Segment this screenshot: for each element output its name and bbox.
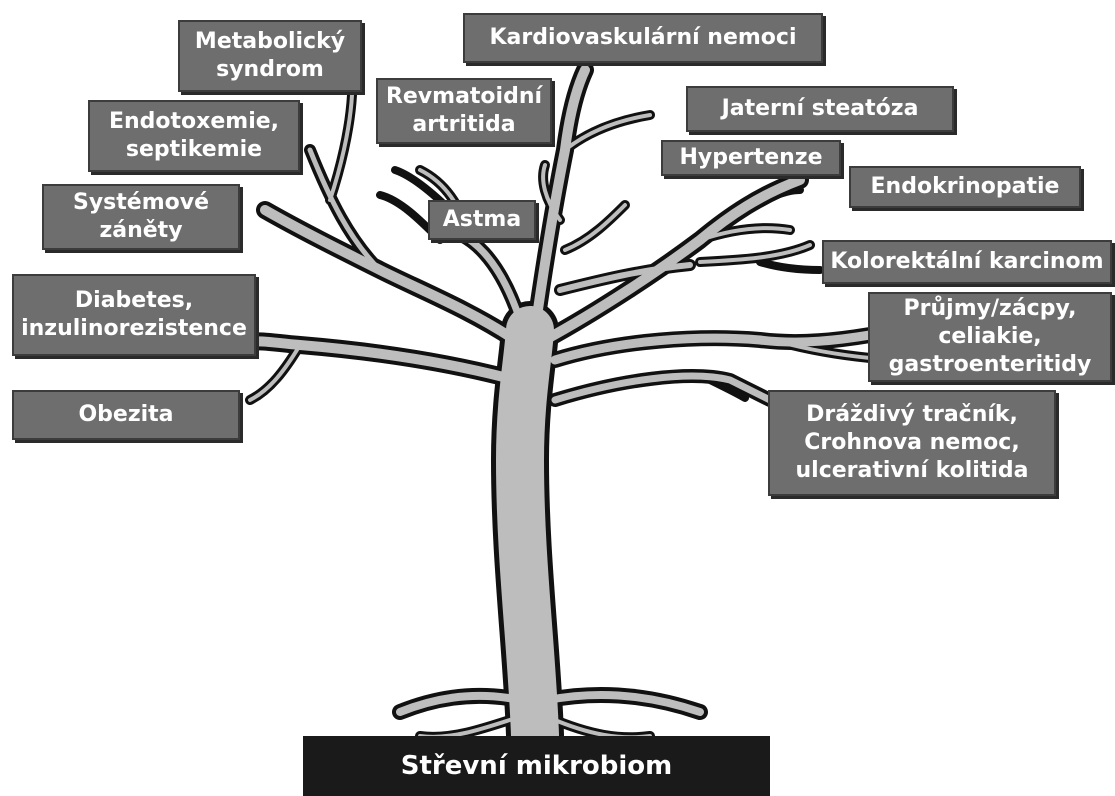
label-line: Endokrinopatie (870, 174, 1060, 199)
label-line: gastroenteritidy (888, 352, 1092, 377)
root-label-strevni-mikrobiom: Střevní mikrobiom (303, 736, 770, 796)
label-drazdivy-tracnik: Dráždivý tračník, Crohnova nemoc, ulcera… (768, 390, 1056, 496)
label-line: Jaterní steatóza (721, 96, 919, 121)
label-line: syndrom (216, 57, 324, 82)
label-line: Crohnova nemoc, (804, 430, 1020, 455)
label-line: Dráždivý tračník, (806, 402, 1018, 427)
label-line: Revmatoidní (385, 84, 543, 109)
label-line: septikemie (125, 137, 263, 162)
label-line: Průjmy/zácpy, (903, 296, 1077, 321)
label-obezita: Obezita (12, 390, 240, 440)
label-line: záněty (99, 218, 183, 243)
label-hypertenze: Hypertenze (661, 140, 841, 176)
label-line: Kolorektální karcinom (830, 249, 1104, 274)
label-line: Endotoxemie, (108, 109, 280, 134)
label-kolorektalni-karcinom: Kolorektální karcinom (822, 240, 1112, 284)
label-line: ulcerativní kolitida (795, 458, 1029, 483)
label-endokrinopatie: Endokrinopatie (849, 166, 1081, 208)
label-systemove-zanety: Systémové záněty (42, 184, 240, 250)
label-line: celiakie, (938, 324, 1042, 349)
label-line: Astma (442, 207, 522, 232)
label-kardiovaskularni-nemoci: Kardiovaskulární nemoci (463, 13, 823, 63)
label-line: Systémové (72, 190, 210, 215)
label-endotoxemie-septikemie: Endotoxemie, septikemie (88, 100, 300, 172)
label-line: Hypertenze (679, 145, 823, 170)
label-line: Metabolický (194, 29, 346, 54)
label-line: artritida (412, 112, 516, 137)
trunk (496, 306, 559, 759)
label-line: inzulinorezistence (21, 316, 247, 341)
label-diabetes-inzulinorezistence: Diabetes, inzulinorezistence (12, 274, 256, 356)
label-prujmy-zacpy: Průjmy/zácpy, celiakie, gastroenteritidy (868, 292, 1112, 382)
label-revmatoidni-artritida: Revmatoidní artritida (376, 78, 552, 144)
label-line: Kardiovaskulární nemoci (489, 25, 797, 50)
label-line: Diabetes, (74, 288, 194, 313)
label-metabolicky-syndrom: Metabolický syndrom (178, 20, 362, 92)
label-astma: Astma (428, 200, 536, 240)
label-jaterni-steatoza: Jaterní steatóza (686, 86, 954, 132)
label-line: Obezita (78, 402, 174, 427)
